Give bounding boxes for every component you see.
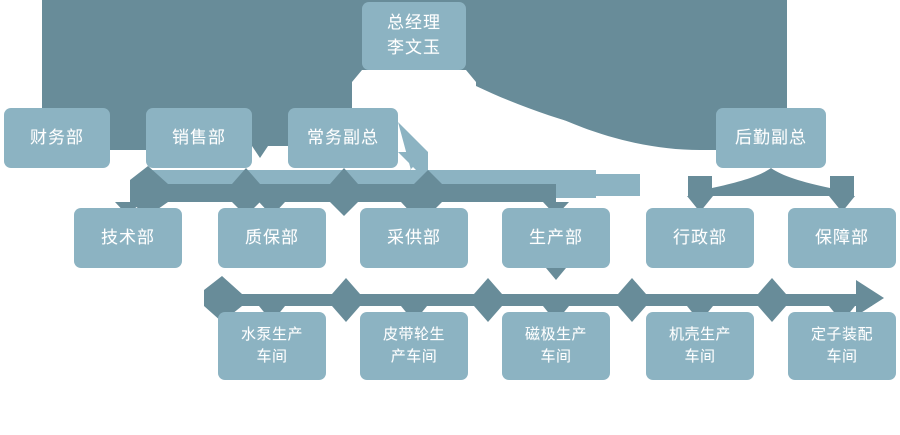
connector-gm-band-sweep	[476, 70, 700, 150]
node-tech[interactable]: 技术部	[74, 208, 182, 268]
node-ws4[interactable]: 机壳生产车间	[646, 312, 754, 380]
node-ws5[interactable]: 定子装配车间	[788, 312, 896, 380]
node-label-line: 车间	[256, 347, 288, 365]
node-label-line: 生产部	[529, 227, 583, 248]
node-adm[interactable]: 行政部	[646, 208, 754, 268]
connector-lvp-to-level2	[688, 168, 854, 212]
node-label-line: 车间	[826, 347, 858, 365]
node-label-line: 采供部	[387, 227, 441, 248]
connector-prod-stub	[546, 268, 566, 280]
connector-band-level3-tail	[856, 280, 884, 316]
node-sale[interactable]: 销售部	[146, 108, 252, 168]
node-prod[interactable]: 生产部	[502, 208, 610, 268]
node-label-line: 李文玉	[387, 38, 441, 58]
node-label-line: 质保部	[245, 227, 299, 248]
node-label-line: 保障部	[815, 227, 869, 248]
node-proc[interactable]: 采供部	[360, 208, 468, 268]
node-gm[interactable]: 总经理李文玉	[362, 2, 466, 70]
node-ws3[interactable]: 磁极生产车间	[502, 312, 610, 380]
node-label-line: 磁极生产	[524, 325, 587, 344]
node-ws1[interactable]: 水泵生产车间	[218, 312, 326, 380]
node-label-line: 定子装配	[810, 325, 873, 344]
node-label-line: 车间	[540, 347, 572, 365]
connector-band-level2	[130, 166, 556, 216]
node-label-line: 财务部	[30, 127, 84, 148]
connector-arrow-to-sup	[829, 196, 855, 212]
node-label-line: 水泵生产	[240, 325, 303, 344]
node-qa[interactable]: 质保部	[218, 208, 326, 268]
node-label-line: 常务副总	[307, 127, 379, 148]
node-label-line: 后勤副总	[735, 127, 807, 148]
node-label-line: 总经理	[387, 13, 441, 34]
connector-gm-band-right	[476, 60, 787, 150]
node-label-line: 行政部	[673, 227, 727, 248]
connector-arrow-to-adm	[687, 196, 713, 212]
node-label-line: 皮带轮生	[382, 325, 445, 344]
connector-band-level3	[204, 276, 872, 322]
node-lvp[interactable]: 后勤副总	[716, 108, 826, 168]
node-label-line: 产车间	[390, 347, 438, 365]
node-label-line: 销售部	[172, 127, 226, 148]
node-label-line: 车间	[684, 347, 716, 365]
node-ws2[interactable]: 皮带轮生产车间	[360, 312, 468, 380]
node-fin[interactable]: 财务部	[4, 108, 110, 168]
node-label-line: 机壳生产	[668, 325, 731, 344]
node-svp[interactable]: 常务副总	[288, 108, 398, 168]
node-sup[interactable]: 保障部	[788, 208, 896, 268]
node-label-line: 技术部	[101, 227, 155, 248]
